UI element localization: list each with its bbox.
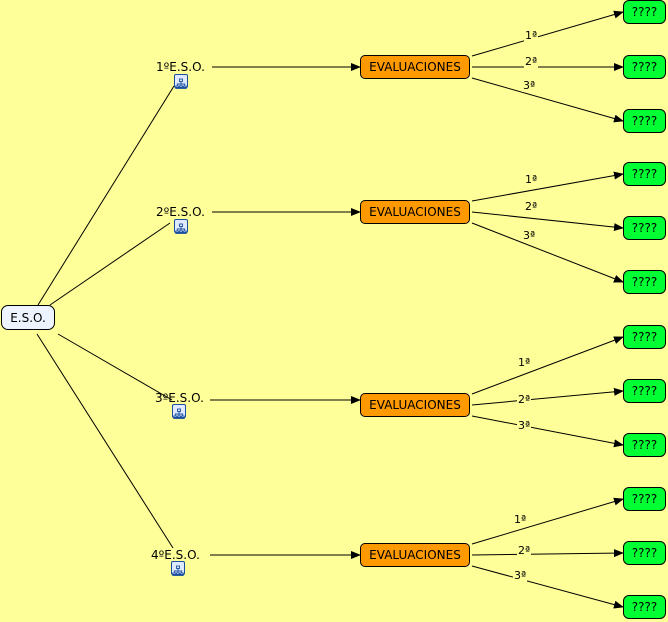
evaluation-node-2[interactable]: EVALUACIONES bbox=[360, 200, 470, 224]
concept-map-icon[interactable] bbox=[174, 74, 188, 89]
evaluation-3-to-result-2-arrow bbox=[471, 387, 624, 406]
result-node-label: ???? bbox=[631, 221, 658, 235]
concept-map-icon[interactable] bbox=[174, 219, 188, 234]
result-node-3-3[interactable]: ???? bbox=[623, 433, 666, 457]
concept-map-icon[interactable] bbox=[171, 561, 185, 576]
root-to-course-4-line bbox=[36, 333, 174, 549]
result-node-label: ???? bbox=[631, 60, 658, 74]
evaluation-4-to-result-1-arrow bbox=[471, 497, 624, 545]
evaluation-node-4[interactable]: EVALUACIONES bbox=[360, 543, 470, 567]
result-node-2-3[interactable]: ???? bbox=[623, 270, 666, 294]
course-label-1[interactable]: 1ºE.S.O. bbox=[156, 60, 205, 74]
link-label-2-2: 2ª bbox=[524, 200, 539, 213]
evaluation-node-label: EVALUACIONES bbox=[369, 60, 461, 74]
result-node-label: ???? bbox=[631, 546, 658, 560]
result-node-3-2[interactable]: ???? bbox=[623, 379, 666, 403]
concept-map-icon[interactable] bbox=[172, 404, 186, 419]
result-node-label: ???? bbox=[631, 438, 658, 452]
evaluation-4-to-result-3-arrow bbox=[471, 565, 624, 609]
link-label-1-3: 3ª bbox=[522, 79, 537, 92]
result-node-1-1[interactable]: ???? bbox=[623, 0, 666, 24]
evaluation-node-3[interactable]: EVALUACIONES bbox=[360, 393, 470, 417]
root-node-label: E.S.O. bbox=[10, 310, 46, 325]
evaluation-1-to-result-1-arrow bbox=[471, 10, 624, 57]
link-label-4-3: 3ª bbox=[513, 569, 528, 582]
result-node-label: ???? bbox=[631, 167, 658, 181]
result-node-1-2[interactable]: ???? bbox=[623, 55, 666, 79]
evaluation-3-to-result-1-arrow bbox=[471, 336, 624, 395]
result-node-label: ???? bbox=[631, 114, 658, 128]
result-node-label: ???? bbox=[631, 5, 658, 19]
result-node-label: ???? bbox=[631, 600, 658, 614]
result-node-4-3[interactable]: ???? bbox=[623, 595, 666, 619]
link-label-2-3: 3ª bbox=[522, 229, 537, 242]
evaluation-node-label: EVALUACIONES bbox=[369, 398, 461, 412]
link-label-4-1: 1ª bbox=[513, 513, 528, 526]
result-node-label: ???? bbox=[631, 330, 658, 344]
root-to-course-1-line bbox=[37, 85, 175, 306]
result-node-2-2[interactable]: ???? bbox=[623, 216, 666, 240]
result-node-label: ???? bbox=[631, 384, 658, 398]
evaluation-node-label: EVALUACIONES bbox=[369, 205, 461, 219]
link-label-1-2: 2ª bbox=[524, 55, 539, 68]
root-to-course-2-line bbox=[49, 222, 171, 306]
evaluation-1-to-result-3-arrow bbox=[471, 77, 624, 123]
root-node[interactable]: E.S.O. bbox=[1, 305, 55, 330]
evaluation-3-to-result-3-arrow bbox=[471, 415, 624, 448]
link-label-1-1: 1ª bbox=[524, 29, 539, 42]
evaluation-node-1[interactable]: EVALUACIONES bbox=[360, 55, 470, 79]
result-node-4-1[interactable]: ???? bbox=[623, 487, 666, 511]
evaluation-2-to-result-1-arrow bbox=[471, 171, 624, 202]
link-label-3-2: 2ª bbox=[517, 393, 532, 406]
result-node-2-1[interactable]: ???? bbox=[623, 162, 666, 186]
result-node-1-3[interactable]: ???? bbox=[623, 109, 666, 133]
evaluation-node-label: EVALUACIONES bbox=[369, 548, 461, 562]
root-to-course-3-line bbox=[57, 333, 173, 401]
course-label-3[interactable]: 3ºE.S.O. bbox=[155, 391, 204, 405]
link-label-3-3: 3ª bbox=[517, 419, 532, 432]
link-label-2-1: 1ª bbox=[524, 173, 539, 186]
result-node-4-2[interactable]: ???? bbox=[623, 541, 666, 565]
result-node-label: ???? bbox=[631, 275, 658, 289]
link-label-4-2: 2ª bbox=[517, 544, 532, 557]
course-label-2[interactable]: 2ºE.S.O. bbox=[156, 205, 205, 219]
result-node-label: ???? bbox=[631, 492, 658, 506]
result-node-3-1[interactable]: ???? bbox=[623, 325, 666, 349]
evaluation-4-to-result-2-arrow bbox=[471, 549, 624, 558]
link-label-3-1: 1ª bbox=[517, 356, 532, 369]
evaluation-2-to-result-3-arrow bbox=[471, 222, 624, 283]
evaluation-2-to-result-2-arrow bbox=[471, 211, 624, 232]
course-label-4[interactable]: 4ºE.S.O. bbox=[151, 548, 200, 562]
